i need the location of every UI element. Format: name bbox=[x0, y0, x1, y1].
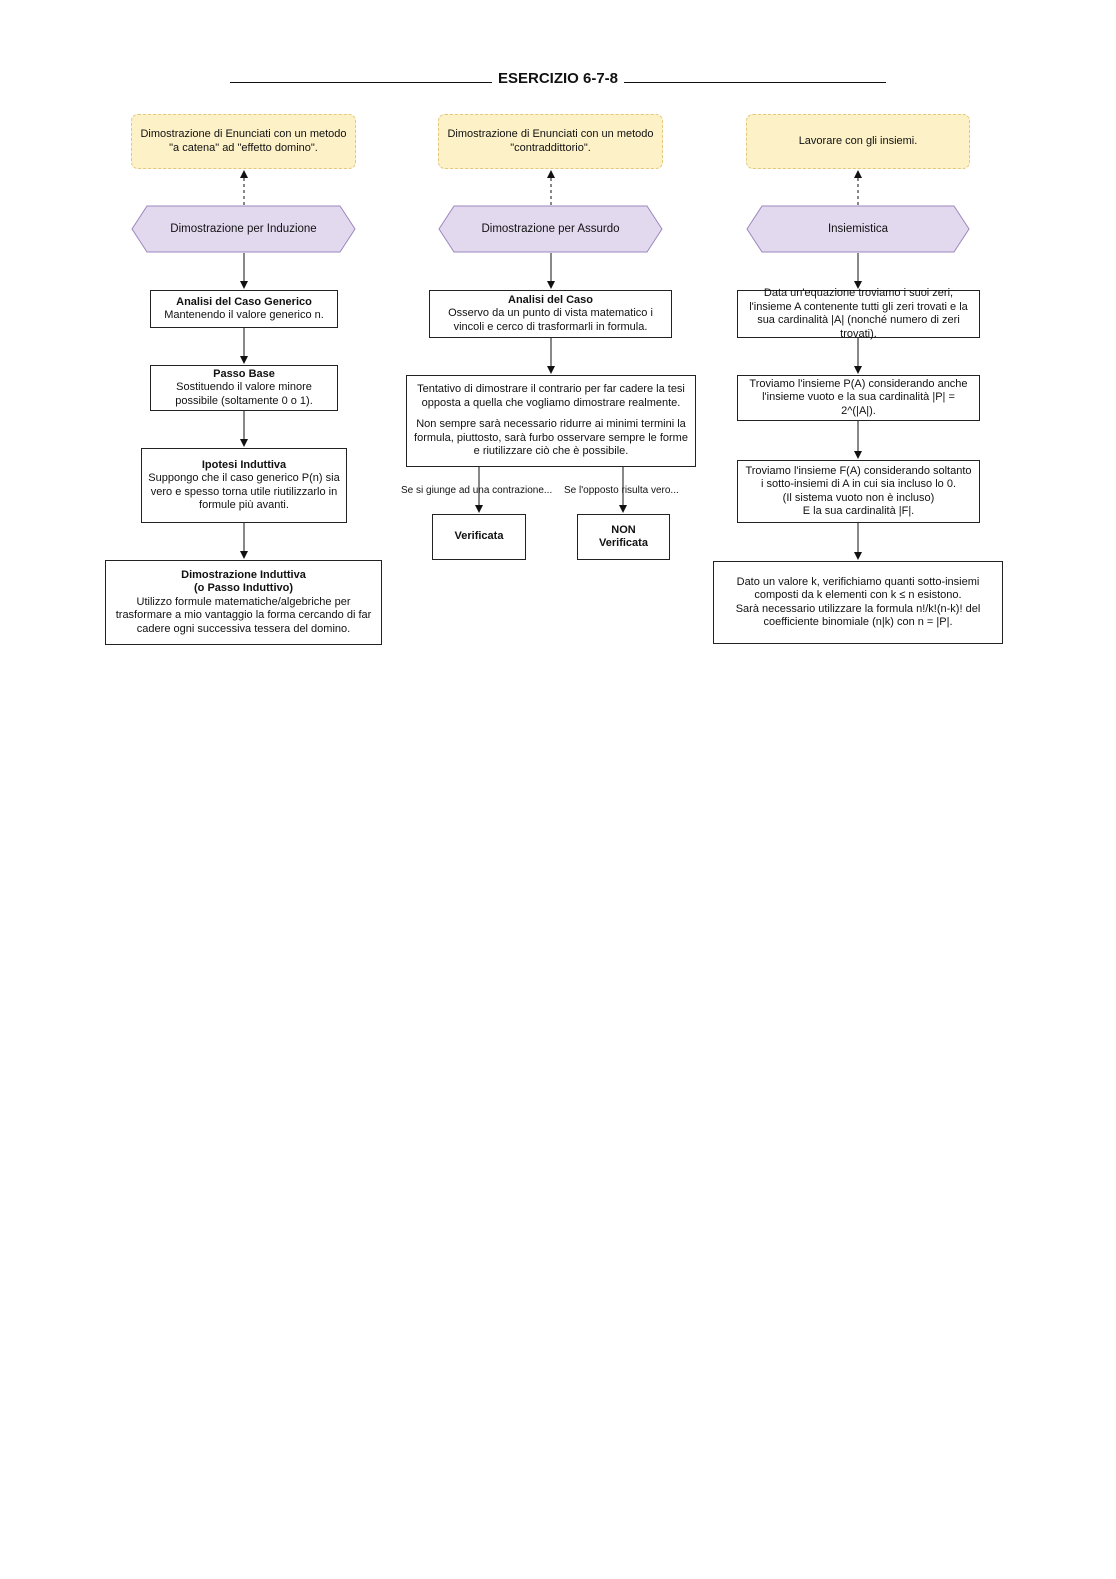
step-title: Analisi del Caso bbox=[508, 293, 593, 306]
note-insiemistica: Lavorare con gli insiemi. bbox=[746, 114, 970, 169]
header-insiemistica: Insiemistica bbox=[746, 205, 970, 253]
step-text-3: E la sua cardinalità |F|. bbox=[802, 505, 915, 517]
header-induzione: Dimostrazione per Induzione bbox=[131, 205, 356, 253]
header-assurdo-label: Dimostrazione per Assurdo bbox=[481, 223, 620, 235]
step-insieme-pa: Troviamo l'insieme P(A) considerando anc… bbox=[737, 375, 980, 421]
step-title: Ipotesi Induttiva bbox=[201, 458, 287, 471]
step-analisi-generico: Analisi del Caso Generico Mantenendo il … bbox=[150, 290, 338, 328]
step-text: Dato un valore k, verifichiamo quanti so… bbox=[736, 575, 980, 602]
note-assurdo-text: Dimostrazione di Enunciati con un metodo… bbox=[447, 128, 654, 154]
header-assurdo: Dimostrazione per Assurdo bbox=[438, 205, 663, 253]
step-ipotesi-induttiva: Ipotesi Induttiva Suppongo che il caso g… bbox=[141, 448, 347, 523]
step-coefficiente-binomiale: Dato un valore k, verifichiamo quanti so… bbox=[713, 561, 1003, 644]
step-insieme-fa: Troviamo l'insieme F(A) considerando sol… bbox=[737, 460, 980, 523]
step-text: Osservo da un punto di vista matematico … bbox=[448, 307, 653, 333]
connector-lines bbox=[240, 170, 862, 560]
step-text: Tentativo di dimostrare il contrario per… bbox=[417, 383, 685, 409]
step-text: Sostituendo il valore minore possibile (… bbox=[175, 381, 313, 407]
hexagon-shape bbox=[438, 205, 663, 253]
step-text-2: Sarà necessario utilizzare la formula n!… bbox=[735, 602, 981, 629]
step-text: Data un'equazione troviamo i suoi zeri, … bbox=[749, 287, 968, 340]
branch-condition-non-verificata: Se l'opposto risulta vero... bbox=[564, 485, 679, 496]
step-text-2: (Il sistema vuoto non è incluso) bbox=[782, 491, 935, 504]
step-title: Analisi del Caso Generico bbox=[176, 295, 312, 308]
note-induzione: Dimostrazione di Enunciati con un metodo… bbox=[131, 114, 356, 169]
step-tentativo: Tentativo di dimostrare il contrario per… bbox=[406, 375, 696, 467]
result-label: Verificata bbox=[454, 530, 504, 543]
step-zeri-insieme: Data un'equazione troviamo i suoi zeri, … bbox=[737, 287, 980, 340]
step-title: Passo Base bbox=[213, 367, 275, 380]
step-title-2: (o Passo Induttivo) bbox=[194, 582, 293, 595]
title-rule-left bbox=[229, 81, 492, 83]
step-passo-base: Passo Base Sostituendo il valore minore … bbox=[150, 365, 338, 411]
note-insiemistica-text: Lavorare con gli insiemi. bbox=[798, 134, 918, 147]
hexagon-shape bbox=[746, 205, 970, 253]
header-insiemistica-label: Insiemistica bbox=[827, 223, 889, 235]
page-title: ESERCIZIO 6-7-8 bbox=[0, 70, 1116, 87]
step-text: Troviamo l'insieme P(A) considerando anc… bbox=[749, 377, 968, 417]
branch-condition-verificata: Se si giunge ad una contrazione... bbox=[401, 485, 553, 496]
result-verificata: Verificata bbox=[432, 514, 526, 560]
step-dimostrazione-induttiva: Dimostrazione Induttiva (o Passo Indutti… bbox=[105, 560, 382, 645]
hexagon-shape bbox=[131, 205, 356, 253]
step-text: Troviamo l'insieme F(A) considerando sol… bbox=[745, 464, 972, 491]
step-text: Mantenendo il valore generico n. bbox=[164, 309, 324, 321]
step-text: Utilizzo formule matematiche/algebriche … bbox=[115, 595, 372, 635]
result-non-verificata: NON Verificata bbox=[577, 514, 670, 560]
note-assurdo: Dimostrazione di Enunciati con un metodo… bbox=[438, 114, 663, 169]
header-induzione-label: Dimostrazione per Induzione bbox=[170, 223, 317, 235]
step-text: Suppongo che il caso generico P(n) sia v… bbox=[148, 472, 340, 511]
note-induzione-text: Dimostrazione di Enunciati con un metodo… bbox=[140, 128, 347, 154]
step-title: Dimostrazione Induttiva bbox=[181, 568, 306, 581]
title-text: ESERCIZIO 6-7-8 bbox=[497, 70, 619, 87]
title-rule-right bbox=[624, 81, 887, 83]
result-label: NON Verificata bbox=[599, 523, 648, 550]
step-analisi-caso: Analisi del Caso Osservo da un punto di … bbox=[429, 290, 672, 338]
step-text-2: Non sempre sarà necessario ridurre ai mi… bbox=[414, 418, 688, 458]
